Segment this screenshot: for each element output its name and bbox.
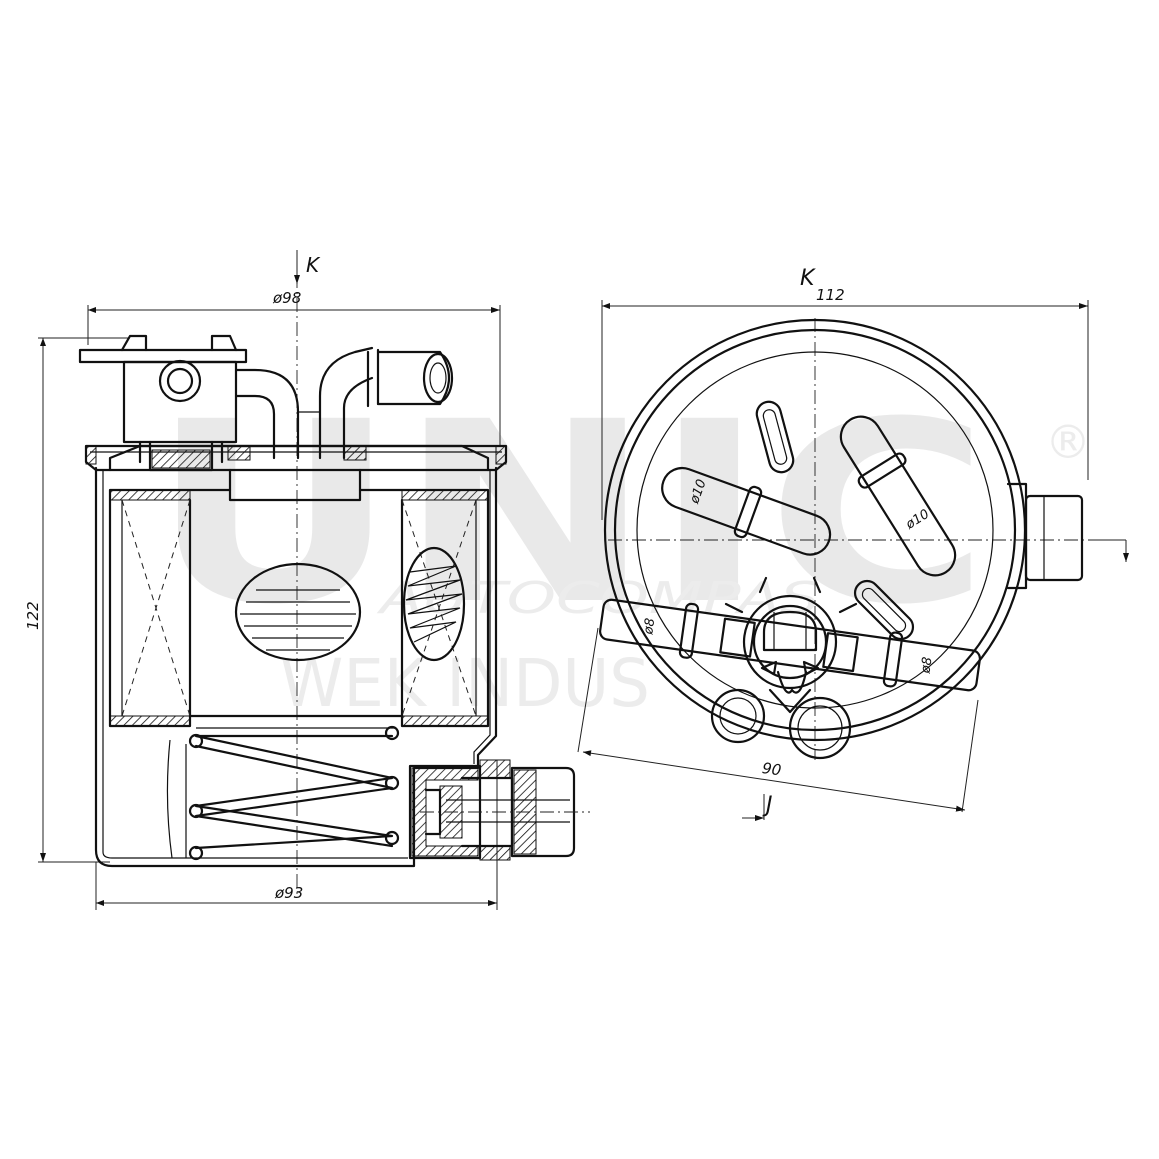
bent-pipe-2 bbox=[318, 346, 374, 460]
drain-plug bbox=[408, 759, 590, 861]
side-view: K ø98 122 ø93 bbox=[24, 250, 590, 910]
section-label: J bbox=[762, 793, 773, 818]
top-diameter-label: ø98 bbox=[272, 289, 301, 307]
inner-rim bbox=[613, 328, 1017, 732]
width-label: 112 bbox=[816, 286, 845, 304]
outlet-nozzle bbox=[376, 350, 451, 406]
valve-port-outer bbox=[158, 359, 202, 403]
watermark-line2: WEK INDUS bbox=[280, 645, 650, 722]
side-connector bbox=[1024, 494, 1084, 582]
cross-pipe: ø8 ø8 bbox=[599, 598, 981, 692]
spring bbox=[166, 725, 400, 861]
bent-pipe-1 bbox=[234, 368, 300, 460]
hose-clamp bbox=[710, 670, 852, 760]
seal-right bbox=[343, 445, 367, 461]
valve-body bbox=[742, 594, 838, 690]
cutaway-center bbox=[234, 562, 362, 662]
height-label: 122 bbox=[24, 601, 42, 630]
cutaway-right bbox=[402, 546, 466, 662]
slot-1 bbox=[755, 400, 795, 474]
watermark-brand: UNIC bbox=[150, 368, 990, 659]
slot-2 bbox=[853, 579, 915, 641]
view-arrow-label: K bbox=[306, 253, 321, 277]
top-view-label: K bbox=[800, 266, 816, 291]
pipe-c-label: ø8 bbox=[641, 617, 658, 636]
seal-left bbox=[227, 445, 251, 461]
watermark: UNIC ® AUTOCOMPAS WEK INDUS bbox=[150, 368, 1091, 722]
span-dimension bbox=[582, 750, 966, 812]
top-view: K 112 ø10 bbox=[577, 266, 1129, 821]
bottom-diameter-label: ø93 bbox=[274, 884, 303, 902]
pipe-d-label: ø8 bbox=[918, 656, 935, 675]
valve-flange bbox=[78, 348, 248, 364]
watermark-registered-mark: ® bbox=[1045, 415, 1091, 469]
valve-port-inner bbox=[166, 367, 194, 395]
span-label: 90 bbox=[761, 759, 782, 779]
